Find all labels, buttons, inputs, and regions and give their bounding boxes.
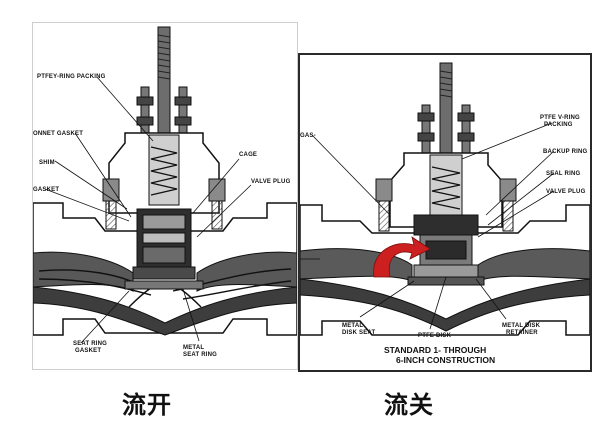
label-seat-ring-gasket-1: SEAT RING bbox=[73, 341, 107, 347]
label-standard-2: 6-INCH CONSTRUCTION bbox=[396, 355, 495, 365]
label-metal-disk-retainer-2: RETAINER bbox=[506, 330, 538, 336]
label-valve-plug: VALVE PLUG bbox=[251, 179, 291, 185]
label-gas: GAS- bbox=[300, 133, 316, 139]
bonnet-bolts bbox=[375, 178, 517, 232]
label-seat-ring-gasket-2: GASKET bbox=[75, 348, 101, 354]
label-metal-disk-seat-2: DISK SEAT bbox=[342, 330, 375, 336]
leader-lines bbox=[300, 122, 555, 330]
label-metal-seat-ring-2: SEAT RING bbox=[183, 352, 217, 358]
label-bonnet-gasket: ONNET GASKET bbox=[33, 131, 83, 137]
label-metal-seat-ring-1: METAL bbox=[183, 345, 204, 351]
leader-lines bbox=[44, 76, 252, 344]
label-standard-1: STANDARD 1- THROUGH bbox=[384, 345, 486, 355]
label-ptfe-packing-2: PACKING bbox=[544, 122, 573, 128]
label-ptfe-packing: PTFEY-RING PACKING bbox=[37, 74, 106, 80]
flow-close-valve-drawing: GAS- PTFE V-RING PACKING BACKUP RING SEA… bbox=[299, 62, 591, 365]
flow-close-valve-figure: GAS- PTFE V-RING PACKING BACKUP RING SEA… bbox=[298, 53, 592, 372]
caption-flow-open: 流开 bbox=[122, 390, 172, 419]
label-metal-disk-seat-1: METAL bbox=[342, 323, 363, 329]
flow-open-valve-figure: PTFEY-RING PACKING ONNET GASKET SHIM GAS… bbox=[32, 22, 298, 370]
flow-direction-arrow bbox=[373, 236, 431, 278]
caption-flow-close: 流关 bbox=[384, 390, 434, 419]
packing-studs bbox=[417, 104, 475, 158]
cage-and-plug bbox=[132, 208, 196, 280]
label-metal-disk-retainer-1: METAL DISK bbox=[502, 323, 541, 329]
label-valve-plug: VALVE PLUG bbox=[546, 189, 586, 195]
label-shim: SHIM bbox=[39, 160, 55, 166]
seat-ring bbox=[124, 280, 204, 290]
packing-spring bbox=[150, 146, 178, 196]
label-cage-gasket: GASKET bbox=[33, 187, 59, 193]
label-ptfe-packing-1: PTFE V-RING bbox=[540, 115, 580, 121]
label-ptfe-disk: PTFE DISK bbox=[418, 333, 452, 339]
label-backup-ring: BACKUP RING bbox=[543, 149, 588, 155]
label-seal-ring: SEAL RING bbox=[546, 171, 580, 177]
label-cage: CAGE bbox=[239, 152, 257, 158]
flow-open-valve-drawing: PTFEY-RING PACKING ONNET GASKET SHIM GAS… bbox=[32, 26, 298, 358]
